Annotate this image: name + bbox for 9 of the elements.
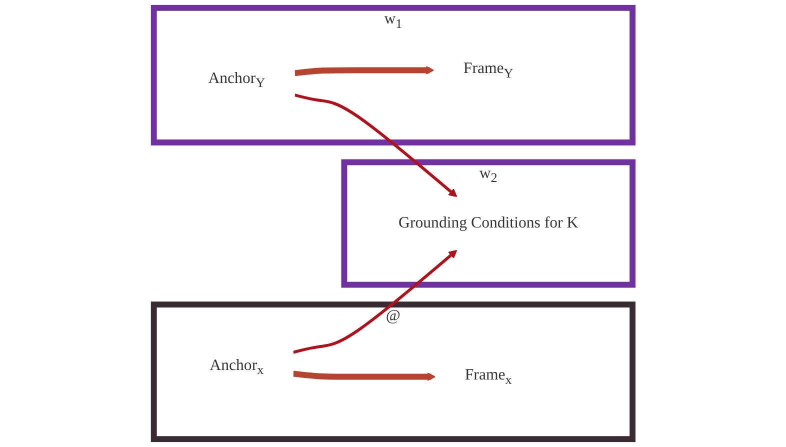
- node-text: Anchor$_{x}$: [209, 356, 264, 377]
- node-text: Frame$_{x}$: [464, 366, 512, 387]
- arrow: [292, 250, 458, 354]
- node-text: Anchor$_{Y}$: [208, 70, 265, 90]
- arrow: [294, 66, 434, 76]
- arrow: [292, 370, 436, 382]
- arrow: [294, 94, 458, 198]
- node-text: Frame$_{Y}$: [463, 60, 514, 80]
- node-text: Grounding Conditions for K: [398, 214, 578, 232]
